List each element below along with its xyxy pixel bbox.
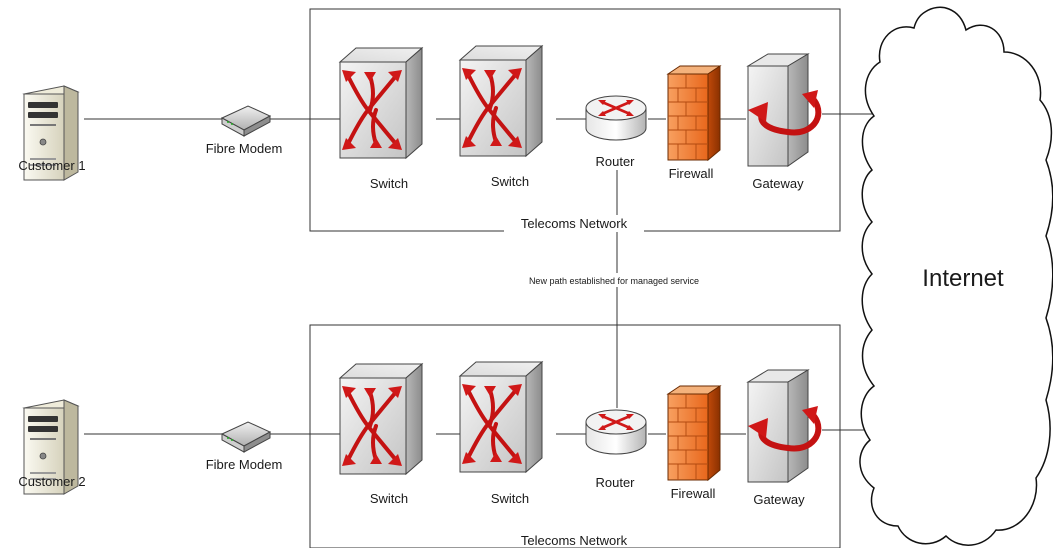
firewall-1-icon xyxy=(667,65,721,161)
fibre-modem-1-icon xyxy=(221,105,271,137)
switch-2b-label: Switch xyxy=(491,491,529,506)
switch-1b-icon xyxy=(458,44,544,158)
internet-label: Internet xyxy=(922,265,1004,292)
fibre-modem-1-label: Fibre Modem xyxy=(206,141,283,156)
router-2-icon xyxy=(584,408,648,456)
managed-path-label-bg xyxy=(520,273,708,287)
telecoms-network-2-title: Telecoms Network xyxy=(521,533,628,548)
gateway-1-icon xyxy=(748,54,818,166)
router-1-icon xyxy=(584,94,648,142)
switch-1a-icon xyxy=(338,46,424,160)
firewall-2-icon xyxy=(667,385,721,481)
internet-cloud xyxy=(859,6,1053,546)
managed-path-label: New path established for managed service xyxy=(529,276,699,286)
router-1-label: Router xyxy=(595,154,635,169)
switch-1a-label: Switch xyxy=(370,176,408,191)
telecoms-network-1-title: Telecoms Network xyxy=(521,216,628,231)
customer-1-label: Customer 1 xyxy=(18,158,85,173)
gateway-2-icon xyxy=(748,370,818,482)
telecoms-network-1-title-bg xyxy=(504,215,644,232)
switch-1b-label: Switch xyxy=(491,174,529,189)
customer-2-label: Customer 2 xyxy=(18,474,85,489)
firewall-1-label: Firewall xyxy=(669,166,714,181)
switch-2b-icon xyxy=(458,360,544,474)
switch-2a-label: Switch xyxy=(370,491,408,506)
router-1-label-bg xyxy=(590,154,640,170)
fibre-modem-2-icon xyxy=(221,421,271,453)
firewall-2-label: Firewall xyxy=(671,486,716,501)
fibre-modem-2-label: Fibre Modem xyxy=(206,457,283,472)
gateway-1-label: Gateway xyxy=(752,176,804,191)
router-2-label: Router xyxy=(595,475,635,490)
gateway-2-label: Gateway xyxy=(753,492,805,507)
switch-2a-icon xyxy=(338,362,424,476)
